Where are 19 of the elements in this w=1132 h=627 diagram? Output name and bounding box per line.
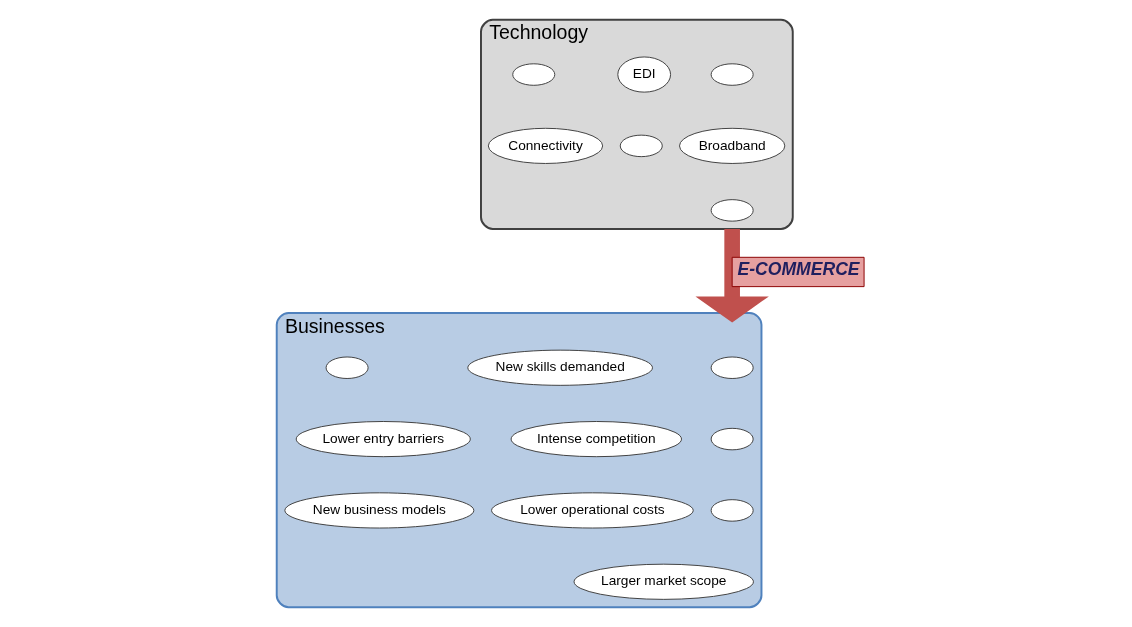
node-circle (710, 427, 754, 451)
node-circle (511, 63, 555, 86)
edge-label: E-COMMERCE (737, 259, 860, 280)
node-ellipse: New business models (283, 492, 474, 529)
node-ellipse: Broadband (678, 127, 785, 164)
node-ellipse: Lower operational costs (490, 492, 694, 529)
arrow (694, 228, 769, 323)
node-circle (325, 356, 369, 379)
node-ellipse: Lower entry barriers (295, 421, 471, 458)
node-circle (710, 63, 754, 86)
node-circle (710, 199, 754, 222)
node-circle (710, 499, 754, 522)
node-ellipse: EDI (616, 56, 671, 93)
node-ellipse: Intense competition (510, 421, 682, 458)
node-ellipse: Connectivity (487, 127, 603, 164)
node-circle (619, 134, 663, 158)
node-circle (710, 356, 754, 379)
node-ellipse: New skills demanded (466, 349, 653, 386)
node-ellipse: Larger market scope (573, 563, 754, 600)
